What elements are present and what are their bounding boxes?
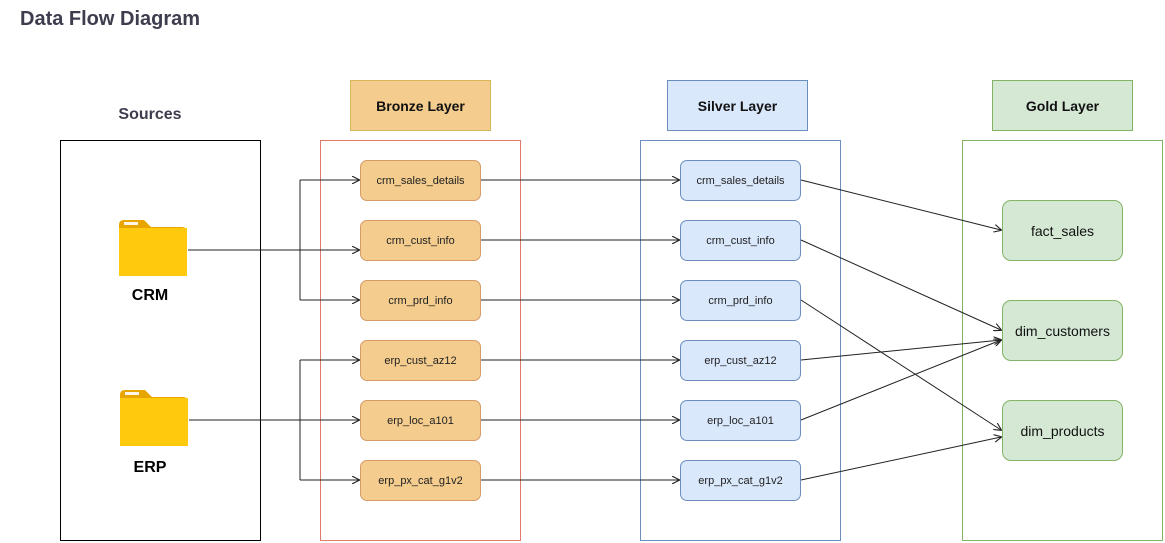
silver-node-crm-cust-info[interactable]: crm_cust_info — [680, 220, 801, 261]
silver-node-erp-cust-az12[interactable]: erp_cust_az12 — [680, 340, 801, 381]
silver-node-erp-loc-a101[interactable]: erp_loc_a101 — [680, 400, 801, 441]
silver-layer-header: Silver Layer — [667, 80, 808, 131]
folder-icon[interactable] — [119, 389, 189, 447]
sources-container — [60, 140, 261, 541]
bronze-node-crm-prd-info[interactable]: crm_prd_info — [360, 280, 481, 321]
folder-icon[interactable] — [118, 219, 188, 277]
gold-node-dim-products[interactable]: dim_products — [1002, 400, 1123, 461]
silver-node-crm-prd-info[interactable]: crm_prd_info — [680, 280, 801, 321]
silver-node-erp-px-cat-g1v2[interactable]: erp_px_cat_g1v2 — [680, 460, 801, 501]
silver-node-crm-sales-details[interactable]: crm_sales_details — [680, 160, 801, 201]
bronze-node-erp-px-cat-g1v2[interactable]: erp_px_cat_g1v2 — [360, 460, 481, 501]
sources-label: Sources — [118, 106, 182, 123]
bronze-node-erp-loc-a101[interactable]: erp_loc_a101 — [360, 400, 481, 441]
gold-layer-container — [962, 140, 1163, 541]
bronze-node-crm-cust-info[interactable]: crm_cust_info — [360, 220, 481, 261]
gold-node-dim-customers[interactable]: dim_customers — [1002, 300, 1123, 361]
bronze-layer-container — [320, 140, 521, 541]
bronze-node-erp-cust-az12[interactable]: erp_cust_az12 — [360, 340, 481, 381]
bronze-node-crm-sales-details[interactable]: crm_sales_details — [360, 160, 481, 201]
source-crm-label: CRM — [131, 287, 169, 304]
bronze-layer-header: Bronze Layer — [350, 80, 491, 131]
silver-layer-container — [640, 140, 841, 541]
gold-layer-header: Gold Layer — [992, 80, 1133, 131]
source-erp-label: ERP — [133, 459, 167, 476]
page-title: Data Flow Diagram — [20, 8, 201, 30]
gold-node-fact-sales[interactable]: fact_sales — [1002, 200, 1123, 261]
